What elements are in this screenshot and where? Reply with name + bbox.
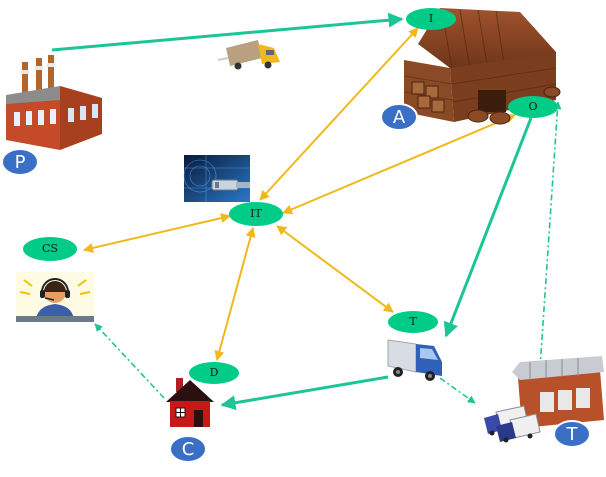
info-it-to-transport — [276, 225, 394, 313]
badge-terminal: T — [553, 420, 591, 448]
info-it-to-delivery — [214, 227, 256, 361]
node-transport-label: T — [409, 315, 417, 328]
badge-customer: C — [169, 435, 207, 463]
badge-terminal-label: T — [566, 424, 579, 445]
information-flows — [83, 27, 516, 361]
truck-terminal-icon — [484, 356, 604, 443]
badge-warehouse: A — [380, 103, 418, 131]
node-it-label: IT — [250, 207, 262, 220]
info-it-to-cs — [83, 213, 231, 253]
badge-warehouse-label: A — [393, 107, 406, 128]
flow-factory-to-warehouse — [51, 12, 404, 52]
node-inbound-label: I — [429, 12, 433, 25]
node-outbound: O — [508, 96, 558, 118]
node-transport: T — [388, 311, 438, 333]
node-customer-service-label: CS — [42, 242, 58, 255]
small-truck-icon — [217, 40, 280, 70]
return-flows — [94, 101, 562, 404]
badge-producer: P — [1, 148, 39, 176]
badge-customer-label: C — [182, 439, 195, 460]
delivery-truck-icon — [387, 339, 442, 381]
node-customer-service: CS — [23, 237, 77, 261]
call-center-agent-icon — [16, 272, 94, 322]
node-delivery-label: D — [210, 366, 219, 379]
flow-truck-to-customer — [220, 375, 389, 411]
factory-icon — [6, 55, 102, 150]
info-it-to-outbound — [282, 113, 516, 215]
node-it: IT — [229, 202, 283, 226]
network-cable-icon — [183, 155, 250, 202]
material-flows — [51, 12, 533, 411]
return-terminal-to-warehouse — [539, 101, 562, 369]
badge-producer-label: P — [15, 152, 26, 173]
return-truck-to-terminal — [439, 377, 476, 404]
return-customer-to-cs — [94, 323, 165, 399]
node-delivery: D — [189, 362, 239, 384]
flow-warehouse-to-truck — [443, 117, 533, 338]
node-outbound-label: O — [528, 100, 537, 113]
house-icon — [166, 378, 214, 427]
node-inbound: I — [406, 8, 456, 30]
